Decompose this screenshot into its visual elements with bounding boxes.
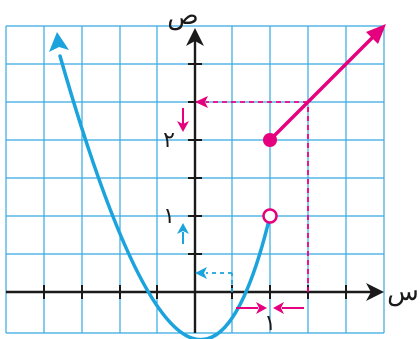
x-interval-arrows xyxy=(236,302,304,314)
y-axis-label: ص xyxy=(167,1,198,31)
line-arrow xyxy=(366,24,386,44)
x-axis-label: س xyxy=(387,277,419,307)
axes xyxy=(6,40,372,333)
blue-up-arrow xyxy=(177,223,189,244)
closed-endpoint xyxy=(263,133,277,147)
y-axis-arrow xyxy=(186,28,204,46)
pink-guide-arrowhead xyxy=(195,96,208,108)
y-tick-label-2: ٢ xyxy=(163,128,175,153)
blue-guide-arrowhead xyxy=(195,267,207,279)
blue-guide xyxy=(206,272,233,292)
x-axis-arrow xyxy=(366,283,384,301)
pink-guide xyxy=(206,101,309,292)
parabola-curve xyxy=(58,54,272,339)
line-segment xyxy=(268,32,378,142)
open-endpoint xyxy=(262,208,278,224)
parabola-arrow xyxy=(49,32,69,52)
pink-down-arrow xyxy=(177,108,189,132)
y-tick-label-1: ١ xyxy=(163,204,175,229)
x-tick-label-1: ١ xyxy=(264,311,276,336)
